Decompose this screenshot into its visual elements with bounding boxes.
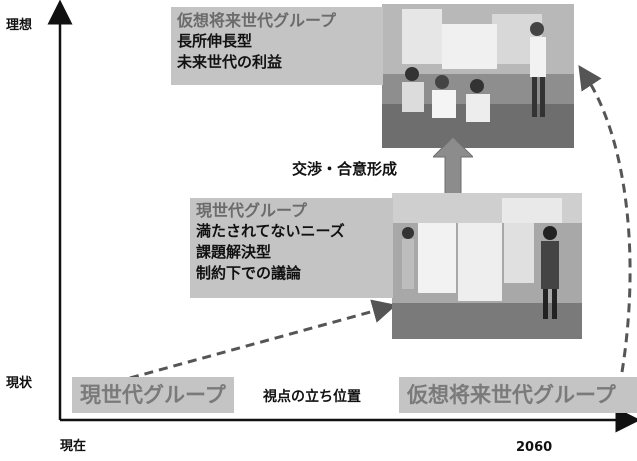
current-group-box: 現世代グループ 満たされてないニーズ 課題解決型 制約下での議論 (190, 198, 393, 298)
future-group-title: 仮想将来世代グループ (177, 11, 337, 30)
viewpoint-label: 視点の立ち位置 (263, 389, 361, 405)
current-group-line-2: 課題解決型 (196, 243, 272, 261)
y-axis-top-label: 理想 (6, 18, 33, 33)
current-group-line-3: 制約下での議論 (196, 264, 302, 282)
y-axis-bottom-label: 現状 (6, 376, 33, 391)
future-group-line-2: 未来世代の利益 (177, 53, 283, 71)
future-generation-group-box: 仮想将来世代グループ (399, 377, 637, 413)
x-axis-right-label: 2060 (516, 440, 553, 455)
negotiation-label: 交渉・合意形成 (292, 160, 398, 178)
current-group-title: 現世代グループ (196, 201, 308, 220)
future-group-photo (382, 4, 574, 148)
dashed-arrow-current (129, 299, 397, 380)
future-group-box: 仮想将来世代グループ 長所伸長型 未来世代の利益 (171, 7, 383, 85)
current-group-photo (392, 193, 582, 339)
dashed-arrow-future (578, 64, 632, 373)
current-generation-group-box: 現世代グループ (72, 377, 234, 413)
x-axis-left-label: 現在 (60, 439, 87, 454)
current-group-line-1: 満たされてないニーズ (196, 222, 345, 240)
future-group-line-1: 長所伸長型 (177, 32, 253, 50)
